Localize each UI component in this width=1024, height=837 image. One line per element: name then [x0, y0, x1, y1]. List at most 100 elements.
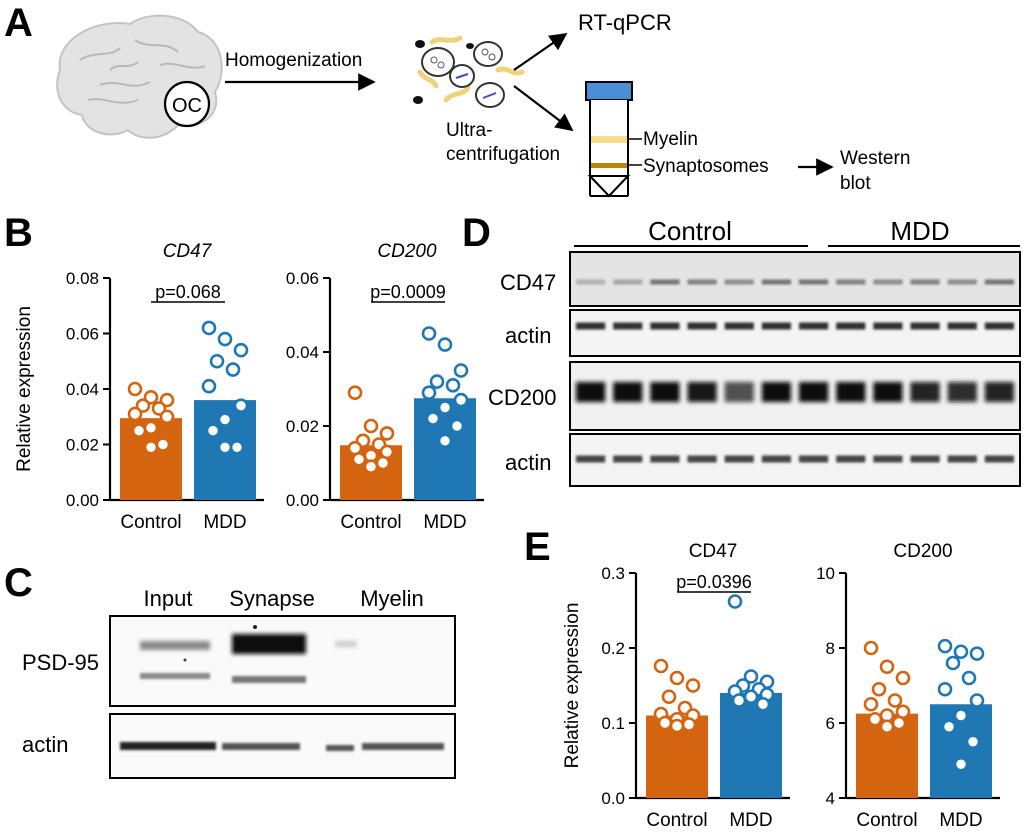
brain-icon	[56, 14, 223, 139]
b1-y-tick-label: 0.06	[66, 325, 99, 344]
blot-d-band-row0	[724, 279, 754, 285]
blot-d-row-actin-2: actin	[505, 450, 551, 475]
e1-point	[727, 594, 743, 609]
panel-c: C Input Synapse Myelin PSD-95 actin	[4, 561, 456, 779]
blot-d-band-row3	[687, 455, 717, 463]
b1-point	[201, 378, 217, 394]
blot-d-band-row2	[836, 382, 866, 402]
e1-x-tick-label: Control	[646, 810, 707, 831]
b1-point	[135, 398, 151, 413]
b1-point	[225, 362, 241, 377]
blot-d-band-row2	[910, 382, 940, 402]
e1-point	[669, 670, 685, 686]
blot-d-band-row0	[873, 279, 903, 285]
blot-d-cd200-membrane	[569, 361, 1021, 431]
b2-point	[445, 377, 461, 393]
blot-d-actin1-membrane	[569, 309, 1021, 357]
e2-point	[941, 719, 957, 735]
b1-y-tick-label: 0.04	[66, 380, 99, 399]
blot-d-band-row3	[761, 455, 791, 463]
blot-d-band-row1	[687, 322, 717, 330]
synaptosomes-label: Synaptosomes	[643, 156, 769, 177]
b2-title: CD200	[377, 241, 437, 262]
b1-point	[217, 412, 233, 427]
e2-point	[961, 670, 977, 686]
blot-d-cd47-membrane	[569, 251, 1021, 307]
western-label-line1: Western	[840, 148, 910, 169]
blot-d-band-row1	[724, 322, 754, 330]
e1-point	[681, 717, 697, 732]
e1-point	[669, 718, 685, 734]
e1-point	[743, 689, 759, 705]
blot-c-col-synapse: Synapse	[229, 586, 315, 611]
blot-d-band-row2	[761, 382, 791, 402]
e2-point	[879, 719, 895, 735]
b2-point	[437, 337, 453, 352]
blot-d-band-row1	[836, 322, 866, 330]
blot-d-bands	[576, 279, 1014, 463]
b1-point	[127, 406, 143, 422]
b2-point	[375, 455, 391, 471]
homogenization-label: Homogenization	[225, 50, 362, 71]
blot-d-band-row3	[613, 455, 643, 463]
blot-d-band-row0	[576, 279, 606, 285]
blot-d-actin2-membrane	[569, 433, 1021, 487]
blot-d-band-row3	[984, 455, 1014, 463]
e1-p-value: p=0.0396	[676, 572, 752, 592]
b1-point	[127, 381, 143, 397]
b1-point	[143, 420, 159, 436]
blot-d-row-cd47: CD47	[500, 270, 556, 295]
b2-point	[449, 418, 465, 434]
e2-point	[969, 646, 985, 661]
e1-y-tick-label: 0.0	[601, 789, 625, 808]
e1-point	[743, 669, 759, 684]
blot-d-band-row1	[799, 322, 829, 330]
b2-point	[437, 400, 453, 415]
b1-point	[131, 423, 147, 438]
blot-d-band-row1	[761, 322, 791, 330]
b2-p-value: p=0.0009	[370, 282, 446, 302]
blot-d-band-row3	[947, 455, 977, 463]
b1-point	[233, 342, 249, 358]
blot-c-col-myelin: Myelin	[360, 586, 424, 611]
b2-point	[429, 374, 445, 389]
blot-d-band-row0	[836, 279, 866, 285]
e2-point	[863, 640, 879, 656]
b1-x-tick-label: Control	[120, 512, 181, 533]
blot-d-band-row0	[687, 279, 717, 285]
e2-point	[879, 659, 895, 675]
b1-point	[209, 353, 225, 369]
b2-y-tick-label: 0.02	[286, 417, 319, 436]
b2-point	[425, 411, 441, 426]
e2-point	[945, 655, 961, 671]
e2-point	[867, 711, 883, 727]
e1-point	[731, 693, 747, 708]
e1-point	[657, 715, 673, 731]
b1-point	[143, 439, 159, 455]
b2-point	[347, 385, 363, 401]
blot-d-band-row2	[613, 382, 643, 402]
blot-d-band-row3	[910, 455, 940, 463]
b1-point	[229, 439, 245, 455]
b2-point	[421, 326, 437, 341]
blot-d-band-row3	[799, 455, 829, 463]
e1-y-label: Relative expression	[562, 603, 583, 769]
ultracentrifugation-line2: centrifugation	[446, 144, 560, 165]
b1-y-tick-label: 0.02	[66, 436, 99, 455]
e2-x-tick-label: MDD	[939, 810, 982, 831]
b2-point	[453, 392, 469, 408]
myelin-label: Myelin	[643, 129, 698, 150]
blot-c-col-input: Input	[144, 586, 193, 611]
e2-y-tick-label: 4	[826, 789, 835, 808]
e2-point	[863, 696, 879, 712]
e2-point	[887, 693, 903, 708]
b1-point	[151, 401, 167, 416]
e2-y-tick-label: 6	[826, 714, 835, 733]
blot-d-band-row2	[576, 382, 606, 402]
blot-d-band-row3	[836, 455, 866, 463]
e2-x-tick-label: Control	[856, 810, 917, 831]
e2-point	[891, 715, 907, 731]
e1-title: CD47	[689, 541, 738, 562]
e1-point	[661, 689, 677, 705]
